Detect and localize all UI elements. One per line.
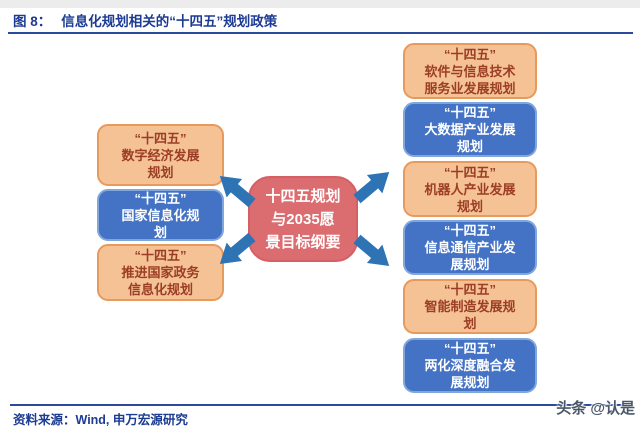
toutiao-watermark: 头条 @认是 (556, 400, 635, 417)
title-divider (8, 32, 633, 34)
figure-number: 图 8： (13, 14, 52, 29)
plan-box-smart-manufacturing: “十四五” 智能制造发展规 划 (403, 279, 537, 334)
plan-box-robot-industry: “十四五” 机器人产业发展 规划 (403, 161, 537, 217)
footer-divider (10, 404, 632, 406)
center-node-14th-five-year-outline: 十四五规划 与2035愿 景目标纲要 (248, 176, 358, 262)
top-strip (0, 0, 640, 8)
plan-box-digital-economy: “十四五” 数字经济发展 规划 (97, 124, 224, 186)
plan-box-info-communication-industry: “十四五” 信息通信产业发 展规划 (403, 220, 537, 275)
data-source-note: 资料来源：Wind, 申万宏源研究 (13, 413, 188, 427)
figure-title-row: 图 8： 信息化规划相关的“十四五”规划政策 (13, 10, 277, 30)
plan-box-big-data-industry: “十四五” 大数据产业发展 规划 (403, 102, 537, 157)
plan-box-govt-affairs-informatization: “十四五” 推进国家政务 信息化规划 (97, 244, 224, 301)
plan-box-integration-of-informatization-industrialization: “十四五” 两化深度融合发 展规划 (403, 338, 537, 393)
plan-box-software-it-services: “十四五” 软件与信息技术 服务业发展规划 (403, 43, 537, 99)
plan-box-national-informatization: “十四五” 国家信息化规 划 (97, 189, 224, 241)
figure-title: 信息化规划相关的“十四五”规划政策 (61, 14, 278, 29)
